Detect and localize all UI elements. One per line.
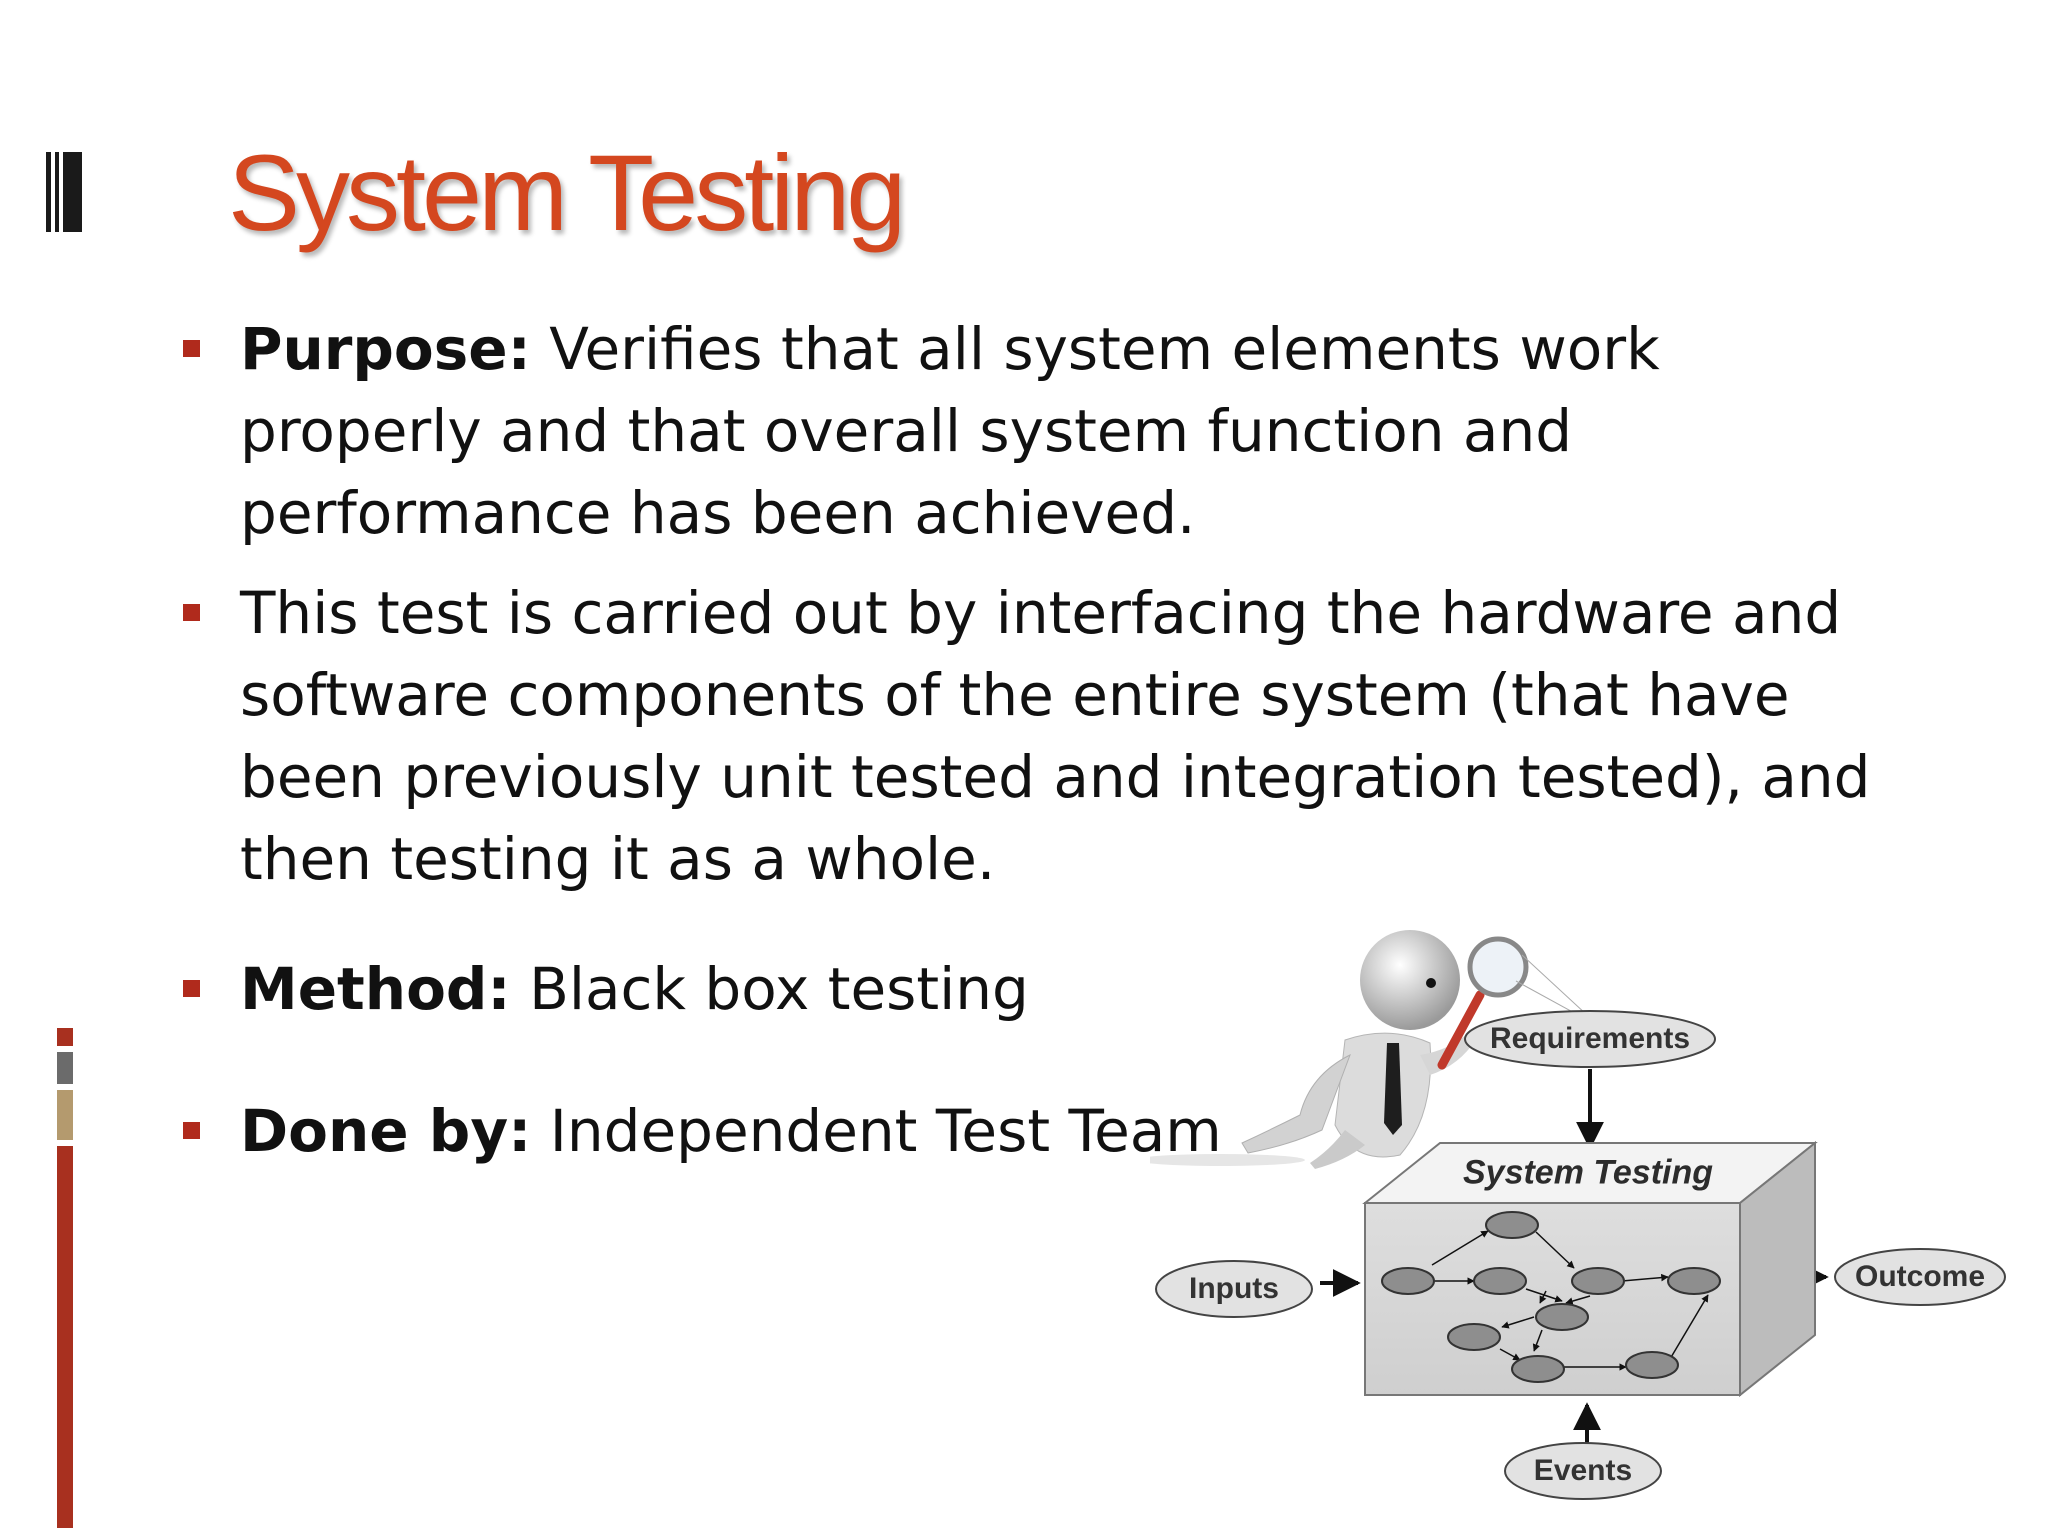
bullet-marker-icon (183, 1122, 200, 1139)
bullet-label: Method: (240, 955, 511, 1023)
bullet-marker-icon (183, 604, 200, 621)
bullet-method: Method: Black box testing (183, 948, 1900, 1030)
bullet-label: Purpose: (240, 315, 531, 383)
bullet-done-by: Done by: Independent Test Team (183, 1090, 1900, 1172)
diagram-requirements-label: Requirements (1489, 1022, 1691, 1055)
requirements-oval (1464, 1010, 1716, 1068)
bullet-text: Independent Test Team (531, 1097, 1222, 1165)
system-testing-diagram: System Testing Requirements Inputs Outco… (1150, 925, 2010, 1505)
magnifier-person-icon (1150, 930, 1601, 1169)
inputs-oval (1155, 1260, 1313, 1318)
diagram-events-label: Events (1533, 1454, 1633, 1487)
bullet-purpose: Purpose: Verifies that all system elemen… (183, 308, 1900, 554)
bullet-marker-icon (183, 980, 200, 997)
diagram-inputs-label: Inputs (1189, 1272, 1279, 1305)
bullet-text: Verifies that all system elements work p… (240, 315, 1660, 547)
diagram-box-title: System Testing (1462, 1153, 1714, 1192)
slide-title: System Testing (228, 132, 906, 253)
bullet-text: This test is carried out by interfacing … (240, 579, 1871, 893)
events-oval (1504, 1442, 1662, 1500)
diagram-outcome-label: Outcome (1854, 1260, 1986, 1293)
title-mark-icon (46, 152, 82, 232)
bullet-process: This test is carried out by interfacing … (183, 572, 1900, 900)
bullet-marker-icon (183, 340, 200, 357)
bullet-text: Black box testing (510, 955, 1029, 1023)
bullet-label: Done by: (240, 1097, 532, 1165)
outcome-oval (1834, 1248, 2006, 1306)
